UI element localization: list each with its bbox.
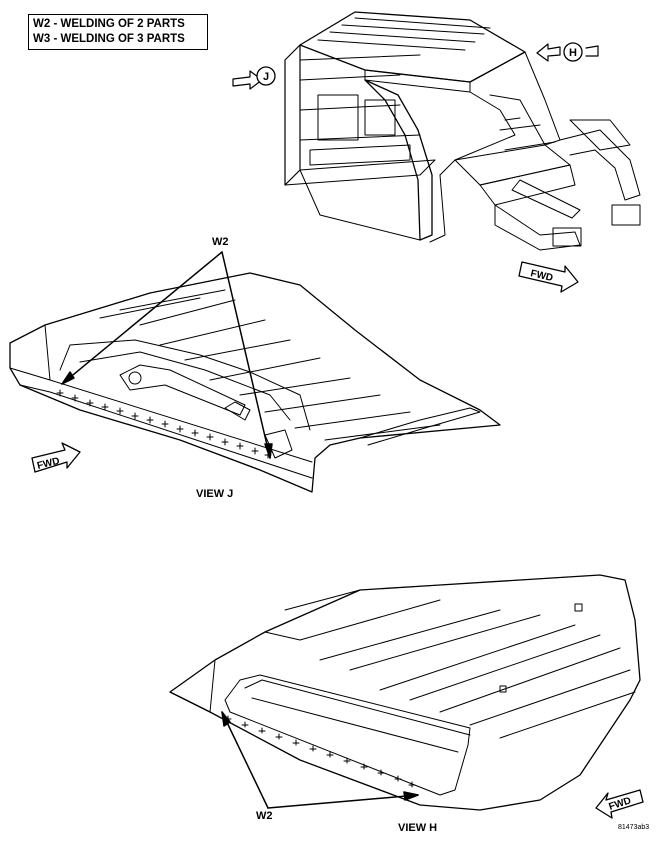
view-h-caption: VIEW H — [398, 822, 438, 834]
figure-id: 81473ab3 — [618, 824, 650, 831]
view-j-roof-drawing — [9, 272, 501, 493]
fwd-arrow-view-h — [595, 789, 644, 819]
view-j-w2-callout: W2 — [212, 236, 229, 248]
view-j-w2-leaders — [61, 251, 273, 459]
cab-overview-drawing — [284, 11, 641, 251]
view-j-caption: VIEW J — [196, 488, 234, 500]
view-h-w2-callout: W2 — [256, 810, 273, 822]
legend-box: W2 - WELDING OF 2 PARTS W3 - WELDING OF … — [28, 14, 208, 50]
fwd-arrow-view-j — [31, 442, 81, 473]
view-h-w2-leaders — [221, 711, 419, 809]
view-j-weld-points — [56, 389, 272, 459]
view-h-marker — [536, 42, 599, 62]
fwd-label-top: FWD — [529, 268, 554, 284]
view-h-marker-letter: H — [569, 47, 577, 59]
fwd-label-view-j: FWD — [36, 456, 61, 472]
fwd-arrow-top — [518, 261, 579, 293]
legend-w3: W3 - WELDING OF 3 PARTS — [33, 33, 185, 45]
view-j-marker — [232, 66, 276, 90]
view-h-roof-drawing — [169, 574, 641, 811]
legend-w2: W2 - WELDING OF 2 PARTS — [33, 18, 185, 30]
view-j-marker-letter: J — [263, 71, 269, 83]
